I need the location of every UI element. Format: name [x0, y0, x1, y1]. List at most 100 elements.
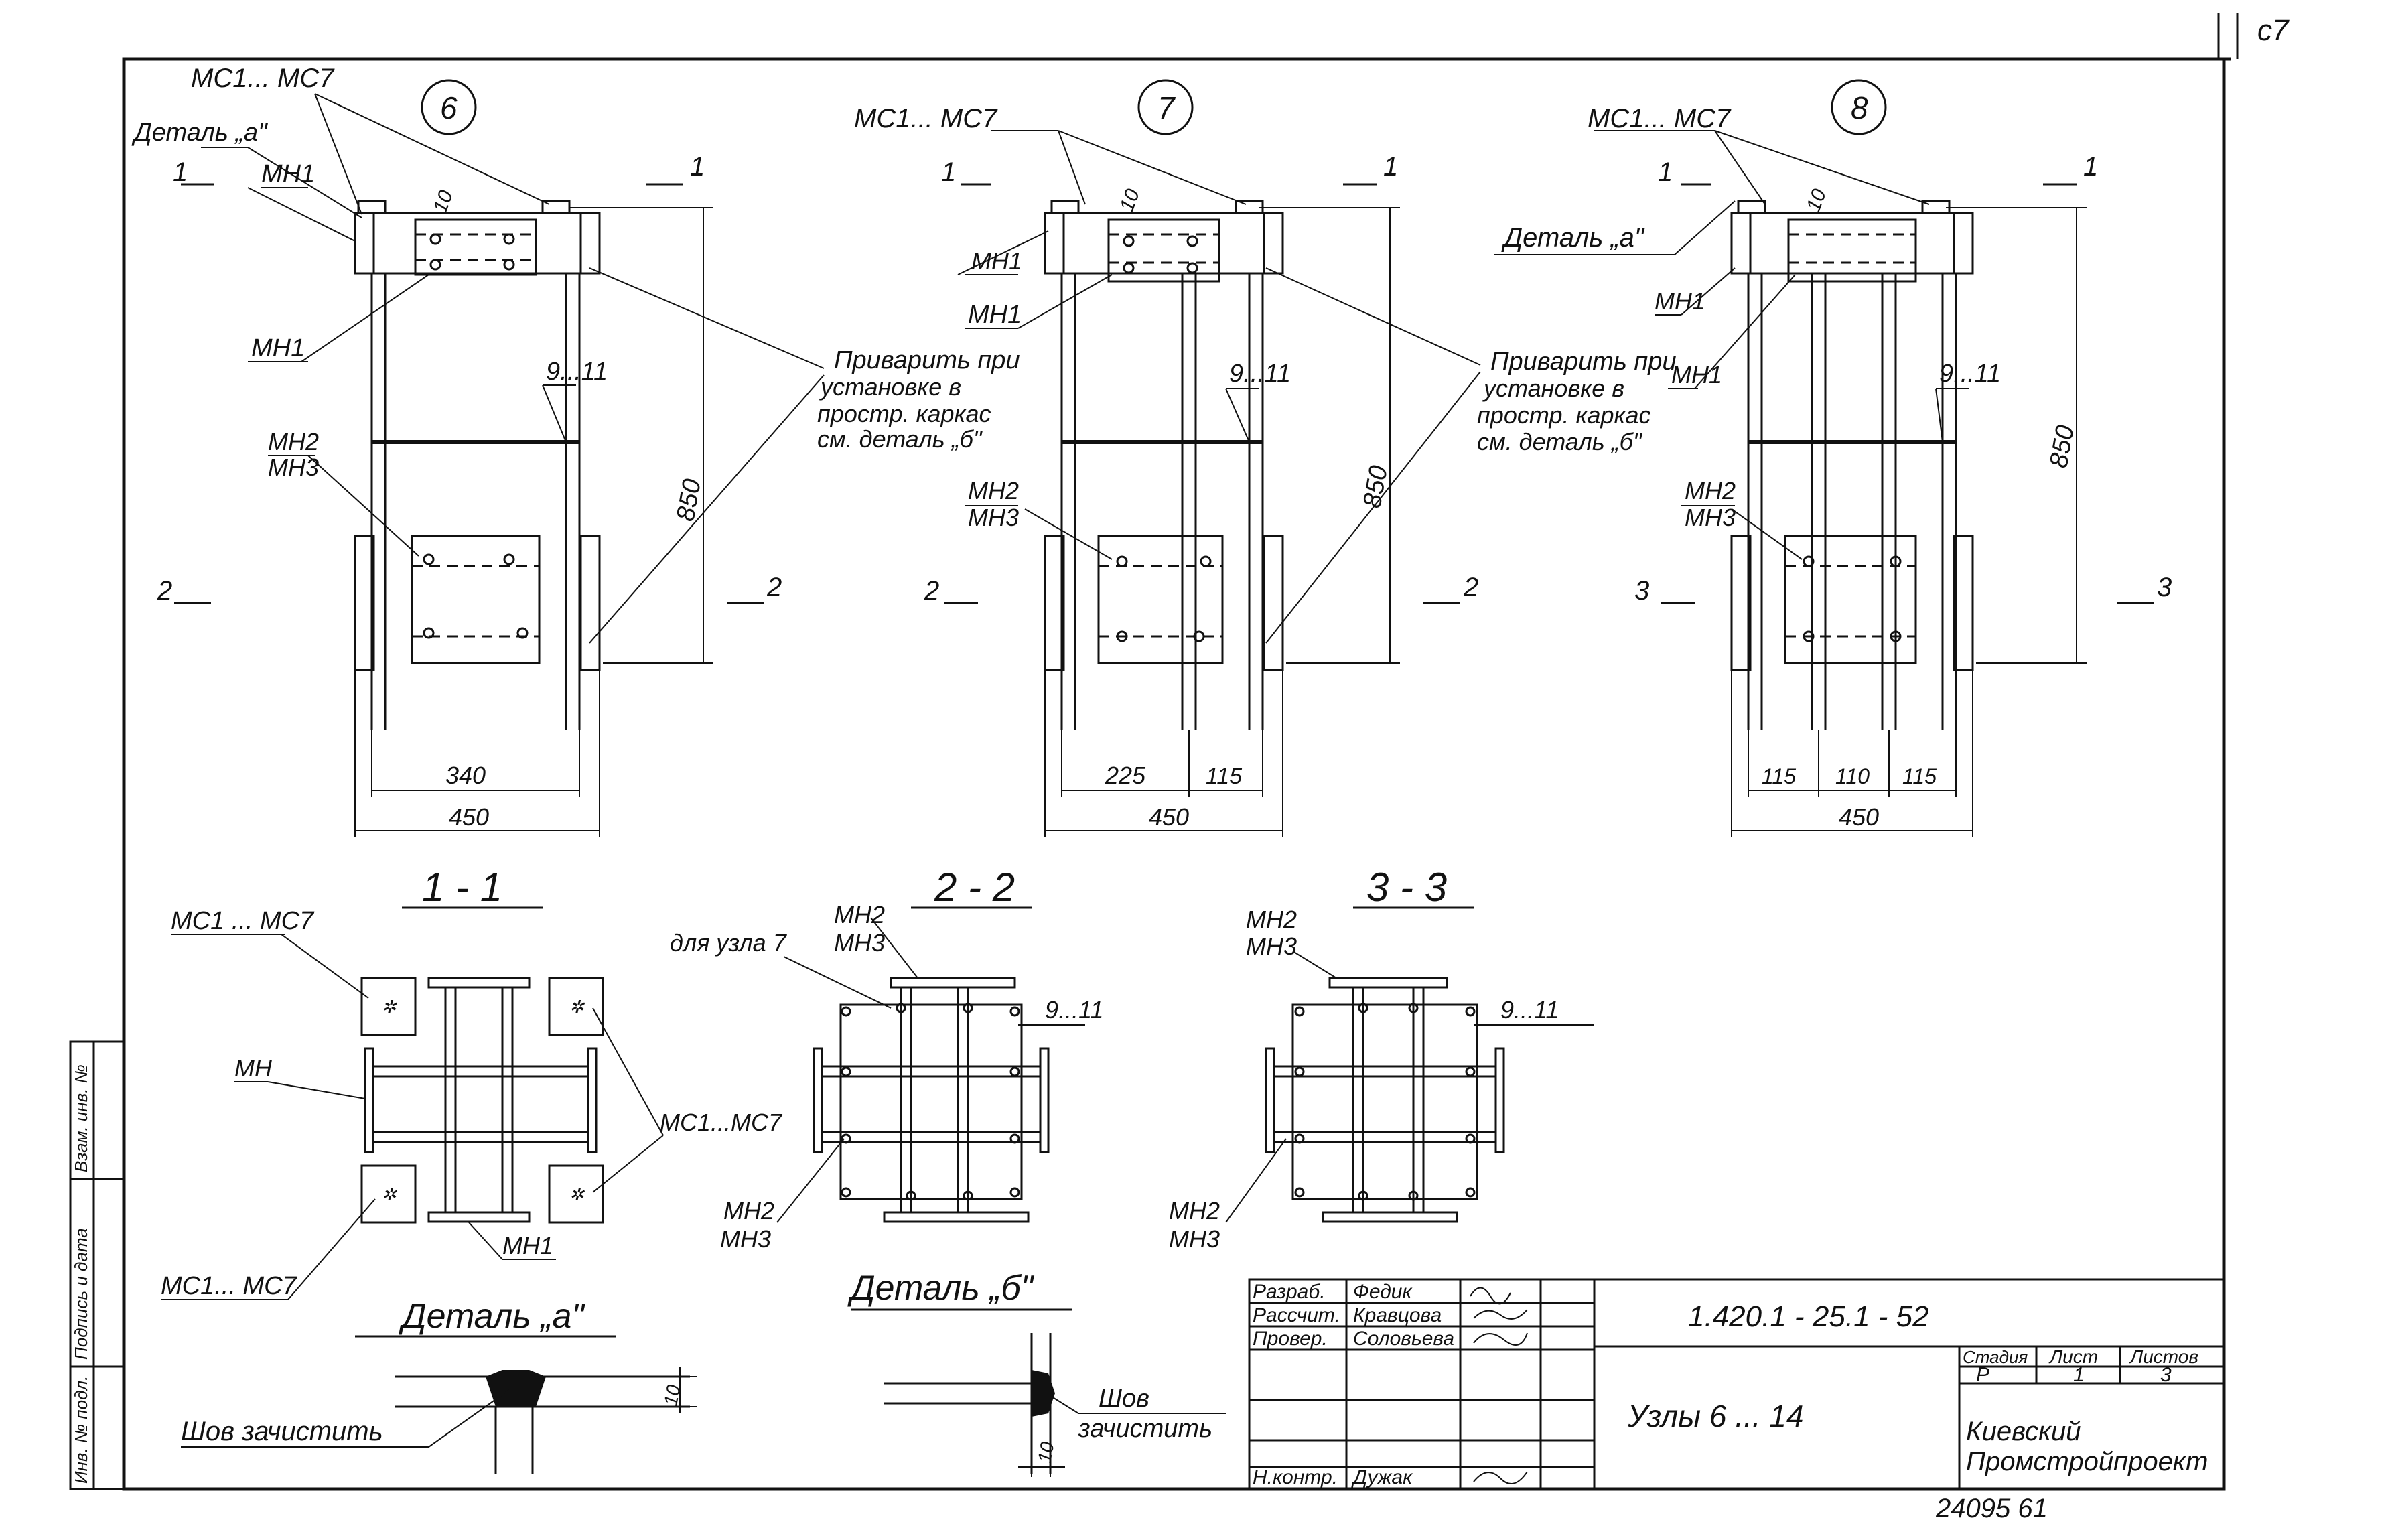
node-8-detail-label: Деталь „а" — [1501, 223, 1645, 253]
node-7-mn1-b: МН1 — [968, 301, 1022, 329]
node-7 — [944, 79, 1481, 837]
node-8-dim-115a: 115 — [1762, 764, 1796, 788]
sheet-frame — [122, 13, 2239, 1491]
section-3-3-title: 3 - 3 — [1366, 865, 1447, 910]
node-7-cut-2-right: 2 — [1463, 573, 1478, 602]
detail-b-dim: 10 — [1034, 1440, 1058, 1464]
tb-stage-header: Стадия — [1963, 1347, 2028, 1367]
node-6-cut-1-left: 1 — [173, 157, 188, 187]
section-2-2-rebar: 9...11 — [1045, 996, 1103, 1024]
tb-code: 1.420.1 - 25.1 - 52 — [1688, 1300, 1929, 1333]
tb-sheet-title: Узлы 6 ... 14 — [1627, 1399, 1803, 1433]
node-8-mc-label: МС1... МС7 — [1588, 104, 1732, 133]
side-stamp — [69, 1040, 125, 1490]
node-8-mn1-b: МН1 — [1671, 361, 1722, 389]
weld-note-line-2: установке в — [819, 373, 961, 401]
weld-note2-line-2: установке в — [1482, 374, 1624, 402]
section-1-1-mn1-bottom: МН1 — [502, 1232, 553, 1259]
node-6-cut-2-right: 2 — [766, 573, 782, 602]
svg-text:✲: ✲ — [569, 997, 585, 1017]
title-block — [1248, 1278, 2225, 1490]
detail-a-title: Деталь „а" — [399, 1297, 585, 1336]
section-2-2-mn2-top: МН2 — [834, 901, 885, 928]
node-8-mn2: МН2 — [1685, 477, 1736, 504]
tb-stage: Р — [1976, 1364, 1989, 1386]
side-stamp-sign: Подпись и дата — [71, 1228, 91, 1360]
section-1-1-mc-right: МС1...МС7 — [660, 1109, 783, 1136]
weld-note2-line-1: Приварить при — [1490, 348, 1677, 376]
section-1-1-mc-top: МС1 ... МС7 — [171, 907, 315, 935]
node-8-dim-110: 110 — [1835, 764, 1870, 788]
section-2-2-mn3-top: МН3 — [834, 929, 885, 957]
section-2-2-title: 2 - 2 — [934, 865, 1015, 910]
tb-org-2: Промстройпроект — [1966, 1447, 2208, 1476]
tb-archive-number: 24095 61 — [1935, 1494, 2048, 1523]
svg-text:✲: ✲ — [382, 1184, 398, 1204]
section-1-1-title: 1 - 1 — [422, 865, 502, 910]
node-7-cut-1-left: 1 — [941, 157, 956, 187]
node-6-cut-1-right: 1 — [690, 152, 705, 182]
tb-name-0: Федик — [1353, 1281, 1413, 1303]
node-7-mc-label: МС1... МС7 — [854, 104, 998, 133]
node-6-dim-340: 340 — [445, 762, 486, 789]
node-7-number: 7 — [1157, 90, 1176, 125]
tb-role-0: Разраб. — [1253, 1281, 1326, 1303]
tb-sheet-header: Лист — [2048, 1346, 2098, 1367]
node-6-dim-10: 10 — [429, 187, 458, 216]
node-8-cut-3-right: 3 — [2157, 573, 2172, 602]
node-8-dim-10: 10 — [1803, 186, 1831, 214]
node-6-mn3: МН3 — [268, 453, 319, 481]
node-6-number: 6 — [440, 90, 458, 125]
node-8-cut-1-right: 1 — [2083, 152, 2098, 182]
node-6-dim-850: 850 — [672, 477, 707, 524]
tb-role-5: Н.контр. — [1253, 1466, 1338, 1488]
node-8-mn3: МН3 — [1685, 504, 1736, 531]
detail-a-note: Шов зачистить — [181, 1417, 383, 1446]
weld-note-line-1: Приварить при — [834, 346, 1020, 374]
weld-note-line-3: простр. каркас — [817, 400, 991, 427]
section-2-2-note: для узла 7 — [670, 929, 788, 957]
node-7-dim-450: 450 — [1149, 803, 1189, 831]
section-1-1-mc-bottom: МС1... МС7 — [161, 1272, 298, 1300]
section-3-3-mn2-bot: МН2 — [1169, 1197, 1220, 1224]
section-1-1: ✲ ✲ ✲ ✲ — [161, 906, 664, 1300]
node-7-cut-2-left: 2 — [924, 576, 939, 606]
node-8 — [1494, 79, 2154, 837]
detail-b-note-2: зачистить — [1078, 1415, 1212, 1443]
tb-role-1: Рассчит. — [1253, 1304, 1340, 1326]
detail-b — [851, 1308, 1226, 1477]
weld-note2-line-4: см. деталь „б" — [1477, 428, 1643, 456]
tb-name-2: Соловьева — [1353, 1328, 1454, 1350]
node-8-dim-450: 450 — [1839, 803, 1879, 831]
section-3-3-mn2-top: МН2 — [1246, 906, 1297, 933]
node-6-mn1-a: МН1 — [261, 160, 315, 188]
tb-name-1: Кравцова — [1353, 1304, 1442, 1326]
node-7-mn3: МН3 — [968, 504, 1019, 531]
node-6-mn2: МН2 — [268, 428, 319, 456]
svg-text:✲: ✲ — [569, 1184, 585, 1204]
weld-note-line-4: см. деталь „б" — [817, 425, 983, 453]
detail-a — [181, 1335, 697, 1474]
node-6-dim-450: 450 — [449, 803, 489, 831]
node-6-cut-2-left: 2 — [157, 576, 172, 606]
node-6-mn1-b: МН1 — [251, 334, 305, 362]
tb-role-2: Провер. — [1253, 1328, 1328, 1350]
node-7-dim-10: 10 — [1116, 186, 1145, 214]
node-8-number: 8 — [1851, 90, 1868, 125]
section-2-2-mn2-bot: МН2 — [723, 1197, 774, 1224]
node-7-rebar: 9...11 — [1229, 360, 1291, 388]
side-stamp-inv: Инв. № подл. — [71, 1376, 91, 1484]
node-6-rebar: 9...11 — [546, 358, 608, 386]
side-stamp-replace: Взам. инв. № — [71, 1064, 91, 1172]
tb-name-5: Дужак — [1351, 1466, 1413, 1488]
node-8-cut-3-left: 3 — [1634, 576, 1649, 606]
node-7-mn2: МН2 — [968, 477, 1019, 504]
section-1-1-mn-left: МН — [234, 1054, 273, 1082]
node-7-dim-115: 115 — [1206, 764, 1242, 789]
section-3-3 — [1225, 906, 1594, 1223]
detail-a-dim: 10 — [660, 1383, 684, 1407]
corner-note: с7 — [2257, 14, 2290, 47]
detail-b-note-1: Шов — [1099, 1385, 1149, 1413]
tb-sheets: 3 — [2160, 1364, 2172, 1386]
tb-org-1: Киевский — [1966, 1417, 2081, 1446]
